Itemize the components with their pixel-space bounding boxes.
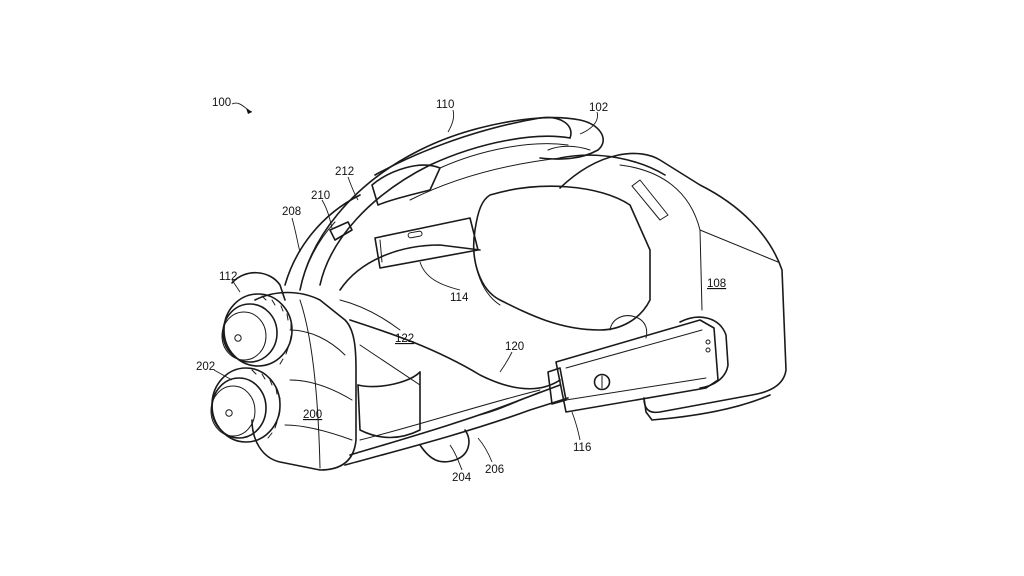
label-114: 114 (450, 292, 469, 304)
label-102: 102 (589, 102, 608, 114)
label-110: 110 (436, 99, 454, 111)
label-108: 108 (707, 278, 726, 290)
center-body (339, 244, 561, 439)
label-208: 208 (282, 206, 301, 218)
visor-housing (559, 152, 787, 421)
label-120: 120 (505, 341, 524, 353)
label-200: 200 (303, 409, 322, 421)
upper-dial (221, 293, 293, 367)
label-100: 100 (212, 97, 231, 109)
face-window (472, 185, 651, 339)
label-212: 212 (335, 166, 354, 178)
label-122: 122 (395, 333, 414, 345)
label-116: 116 (573, 442, 591, 454)
rear-shell (231, 271, 357, 471)
side-strap (284, 194, 479, 291)
label-206: 206 (485, 464, 504, 476)
lower-strap (344, 367, 569, 466)
label-112: 112 (219, 271, 237, 283)
adjust-slider (555, 316, 729, 413)
top-strap (299, 116, 666, 291)
label-202: 202 (196, 361, 215, 373)
leader-lines (213, 102, 598, 471)
lower-dial (210, 367, 281, 443)
label-210: 210 (311, 190, 330, 202)
label-204: 204 (452, 472, 472, 484)
reference-numerals: 100 110 102 212 210 208 112 114 108 122 … (196, 97, 726, 484)
